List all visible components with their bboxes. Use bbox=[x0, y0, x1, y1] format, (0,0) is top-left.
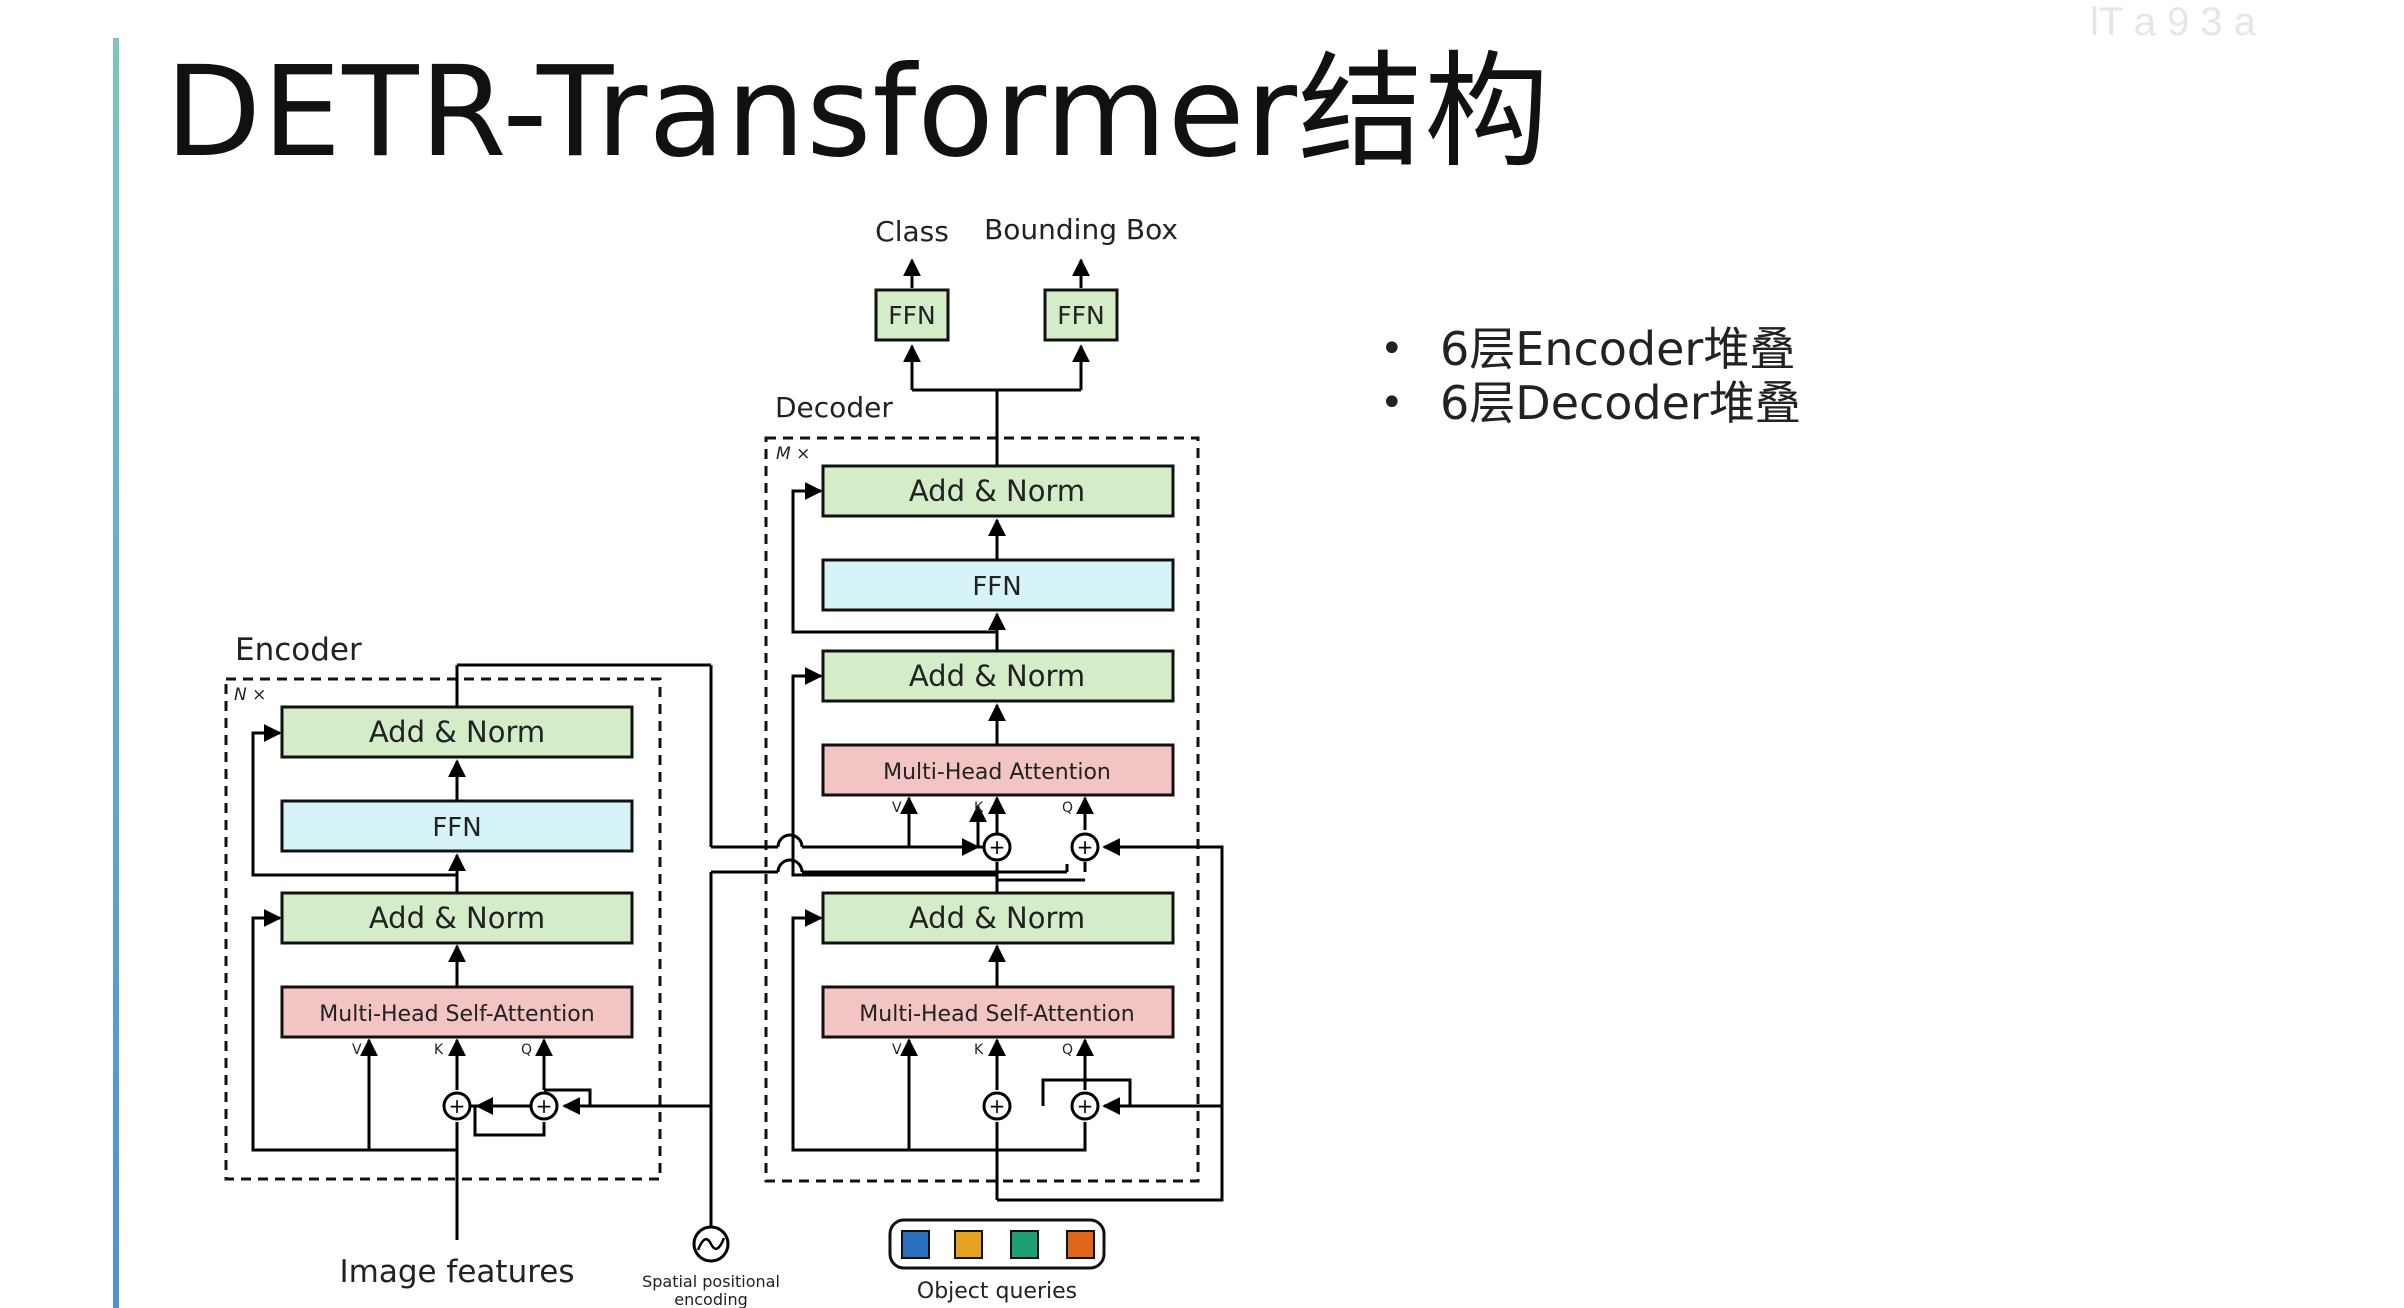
object-queries-label: Object queries bbox=[917, 1279, 1077, 1304]
encoder-label: Encoder bbox=[235, 632, 362, 668]
svg-text:+: + bbox=[1077, 835, 1094, 859]
class-label: Class bbox=[875, 215, 949, 248]
positional-encoding-label-line1: Spatial positional bbox=[642, 1272, 780, 1291]
encoder-plus-q: + bbox=[529, 1091, 559, 1121]
decoder-cross-port-k: K bbox=[974, 800, 984, 816]
decoder-plus-q-self: + bbox=[1070, 1091, 1100, 1121]
encoder-port-k: K bbox=[434, 1042, 444, 1058]
bbox-ffn-head-label: FFN bbox=[1057, 301, 1104, 330]
bullet-list: •6层Encoder堆叠 •6层Decoder堆叠 bbox=[1380, 322, 1801, 430]
decoder-self-attention bbox=[821, 985, 1175, 1039]
bbox-label: Bounding Box bbox=[984, 213, 1178, 246]
decoder-add-norm-middle-label: Add & Norm bbox=[909, 659, 1085, 693]
slide-title: DETR-Transformer结构 bbox=[165, 40, 1551, 185]
decoder-add-norm-top-label: Add & Norm bbox=[909, 474, 1085, 508]
decoder-add-norm-middle bbox=[821, 649, 1175, 703]
encoder-frame bbox=[224, 677, 662, 1181]
image-features-label: Image features bbox=[339, 1254, 574, 1290]
encoder-port-q: Q bbox=[521, 1042, 532, 1058]
object-query-orange bbox=[954, 1230, 983, 1259]
svg-text:+: + bbox=[1077, 1094, 1094, 1118]
svg-text:+: + bbox=[449, 1094, 466, 1118]
svg-text:+: + bbox=[536, 1094, 553, 1118]
decoder-frame bbox=[764, 436, 1200, 1183]
encoder-plus-k: + bbox=[442, 1091, 472, 1121]
positional-encoding-label-line2: encoding bbox=[674, 1290, 747, 1308]
decoder-cross-port-v: V bbox=[892, 800, 902, 816]
decoder-self-port-v: V bbox=[892, 1042, 902, 1058]
decoder-ffn-label: FFN bbox=[972, 572, 1021, 602]
class-ffn-head-label: FFN bbox=[888, 301, 935, 330]
decoder-self-port-q: Q bbox=[1062, 1042, 1073, 1058]
encoder-add-norm-top-label: Add & Norm bbox=[369, 715, 545, 749]
encoder-repeat-label: N × bbox=[234, 685, 266, 705]
bullet-dot-icon: • bbox=[1380, 380, 1404, 426]
decoder-cross-attention-label: Multi-Head Attention bbox=[883, 760, 1111, 785]
svg-text:+: + bbox=[989, 835, 1006, 859]
class-ffn-head bbox=[874, 288, 950, 342]
decoder-cross-port-q: Q bbox=[1062, 800, 1073, 816]
object-query-green bbox=[1010, 1230, 1039, 1259]
encoder-port-v: V bbox=[352, 1042, 362, 1058]
accent-bar bbox=[113, 38, 119, 1308]
decoder-connectors bbox=[791, 258, 1224, 1202]
decoder-add-norm-top bbox=[821, 464, 1175, 518]
bullet-item: •6层Encoder堆叠 bbox=[1380, 322, 1796, 376]
encoder-connectors bbox=[251, 663, 711, 1240]
decoder-plus-k-self: + bbox=[982, 1091, 1012, 1121]
decoder-self-attention-label: Multi-Head Self-Attention bbox=[859, 1002, 1134, 1027]
object-query-blue bbox=[901, 1230, 930, 1259]
svg-text:+: + bbox=[989, 1094, 1006, 1118]
positional-encoding-icon bbox=[692, 1225, 730, 1263]
decoder-plus-k-cross: + bbox=[982, 832, 1012, 862]
encoder-ffn-label: FFN bbox=[432, 813, 481, 843]
decoder-cross-attention bbox=[821, 743, 1175, 797]
bullet-item: •6层Decoder堆叠 bbox=[1380, 376, 1801, 430]
decoder-label: Decoder bbox=[775, 391, 893, 424]
watermark: lT a 9 3 a bbox=[2090, 0, 2257, 44]
decoder-add-norm-bottom-label: Add & Norm bbox=[909, 901, 1085, 935]
decoder-self-port-k: K bbox=[974, 1042, 984, 1058]
bullet-dot-icon: • bbox=[1380, 326, 1404, 372]
encoder-self-attention bbox=[280, 985, 634, 1039]
object-query-darkorange bbox=[1066, 1230, 1095, 1259]
encoder-add-norm-bottom-label: Add & Norm bbox=[369, 901, 545, 935]
object-queries-box bbox=[888, 1218, 1106, 1270]
decoder-plus-q-cross: + bbox=[1070, 832, 1100, 862]
decoder-ffn bbox=[821, 558, 1175, 612]
encoder-self-attention-label: Multi-Head Self-Attention bbox=[319, 1002, 594, 1027]
bbox-ffn-head bbox=[1043, 288, 1119, 342]
decoder-repeat-label: M × bbox=[776, 444, 810, 464]
